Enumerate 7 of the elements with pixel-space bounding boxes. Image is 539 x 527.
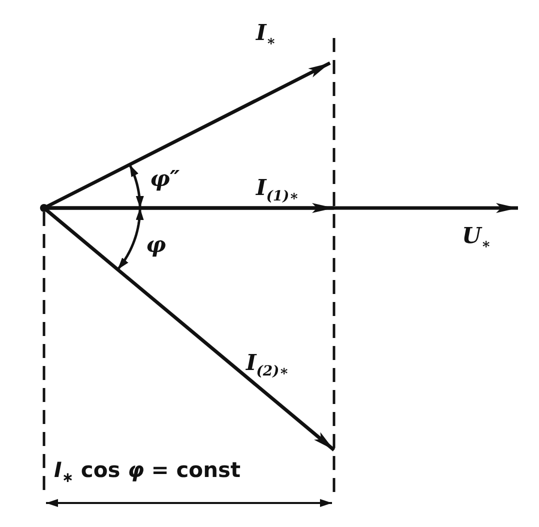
angle-label: φ: [146, 234, 166, 256]
phasor-label: I$_{(2)∗}$: [246, 352, 289, 378]
dimension-label: I$_{∗}$ cos φ = const: [54, 460, 241, 486]
phasor-label: I$_{∗}$: [256, 22, 276, 48]
angle-label: φ″: [150, 168, 180, 190]
phasor-label: U$_{∗}$: [462, 225, 491, 252]
phasor-label: I$_{(1)∗}$: [256, 177, 299, 204]
